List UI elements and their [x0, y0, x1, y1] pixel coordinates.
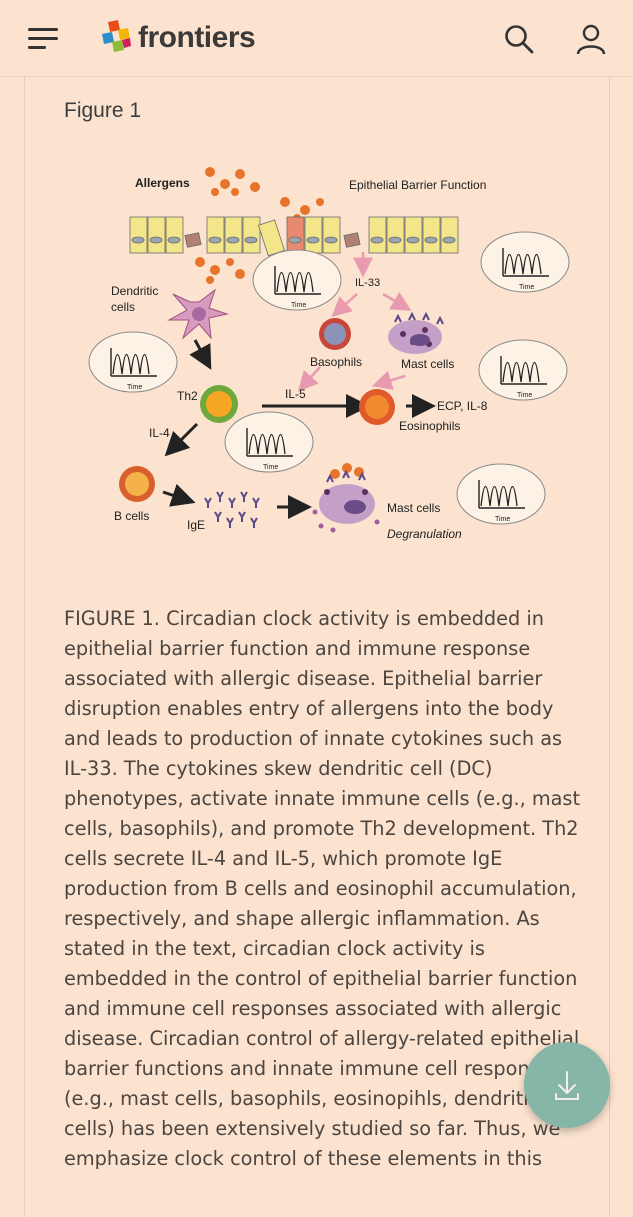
label-b-cells: B cells	[114, 509, 149, 523]
clock-bubble-icon: Time	[88, 331, 178, 393]
menu-icon[interactable]	[28, 24, 62, 52]
label-dendritic: Dendritic	[111, 284, 158, 298]
label-ecp: ECP, IL-8	[437, 399, 488, 413]
svg-text:Time: Time	[495, 516, 510, 523]
label-degranulation: Degranulation	[387, 527, 462, 541]
figure-image[interactable]: Allergens Epithelial Barrier Function	[65, 162, 585, 552]
label-th2: Th2	[177, 389, 198, 403]
label-il33: IL-33	[355, 277, 380, 289]
frontiers-logo[interactable]: frontiers	[100, 18, 256, 58]
label-mast-cells: Mast cells	[401, 357, 454, 371]
degranulating-mast-cell	[312, 463, 380, 533]
svg-text:Time: Time	[519, 284, 534, 291]
svg-text:Time: Time	[291, 302, 306, 309]
figure-label: Figure 1	[64, 99, 142, 122]
download-icon	[555, 1071, 579, 1100]
figure-caption: FIGURE 1. Circadian clock activity is em…	[64, 607, 581, 1170]
label-basophils: Basophils	[310, 355, 362, 369]
label-il4: IL-4	[149, 426, 170, 440]
dendritic-cell	[167, 288, 229, 340]
clock-bubble-icon: Time	[456, 463, 546, 525]
clock-bubble-icon: Time	[480, 231, 570, 293]
svg-text:Time: Time	[127, 384, 142, 391]
brand-name: frontiers	[138, 21, 256, 54]
top-bar: frontiers	[0, 0, 633, 77]
svg-text:Time: Time	[263, 464, 278, 471]
download-button[interactable]	[524, 1042, 610, 1128]
label-il5: IL-5	[285, 387, 306, 401]
label-mast-cells-2: Mast cells	[387, 501, 440, 515]
clock-bubble-icon: Time	[224, 411, 314, 473]
th2-cell	[200, 385, 238, 423]
clock-bubble-icon: Time	[478, 339, 568, 401]
label-allergens: Allergens	[135, 176, 190, 190]
allergen-particles	[195, 167, 324, 284]
basophil-cell	[319, 318, 351, 350]
search-icon[interactable]	[502, 22, 536, 56]
svg-text:Time: Time	[517, 392, 532, 399]
mast-cell	[388, 311, 444, 354]
label-eosinophils: Eosinophils	[399, 419, 460, 433]
epithelial-cells	[129, 216, 459, 257]
user-icon[interactable]	[574, 22, 608, 56]
figure-card: Figure 1 Allergens Epithelial Barrier Fu…	[24, 77, 610, 1217]
frontiers-logo-icon	[102, 20, 131, 52]
eosinophil-cell	[359, 389, 395, 425]
label-dendritic-cells: cells	[111, 300, 135, 314]
label-ige: IgE	[187, 518, 205, 532]
clock-bubble-icon: Time	[252, 249, 342, 311]
b-cell	[119, 466, 155, 502]
label-epithelial: Epithelial Barrier Function	[349, 178, 486, 192]
ige-antibodies	[204, 491, 260, 528]
